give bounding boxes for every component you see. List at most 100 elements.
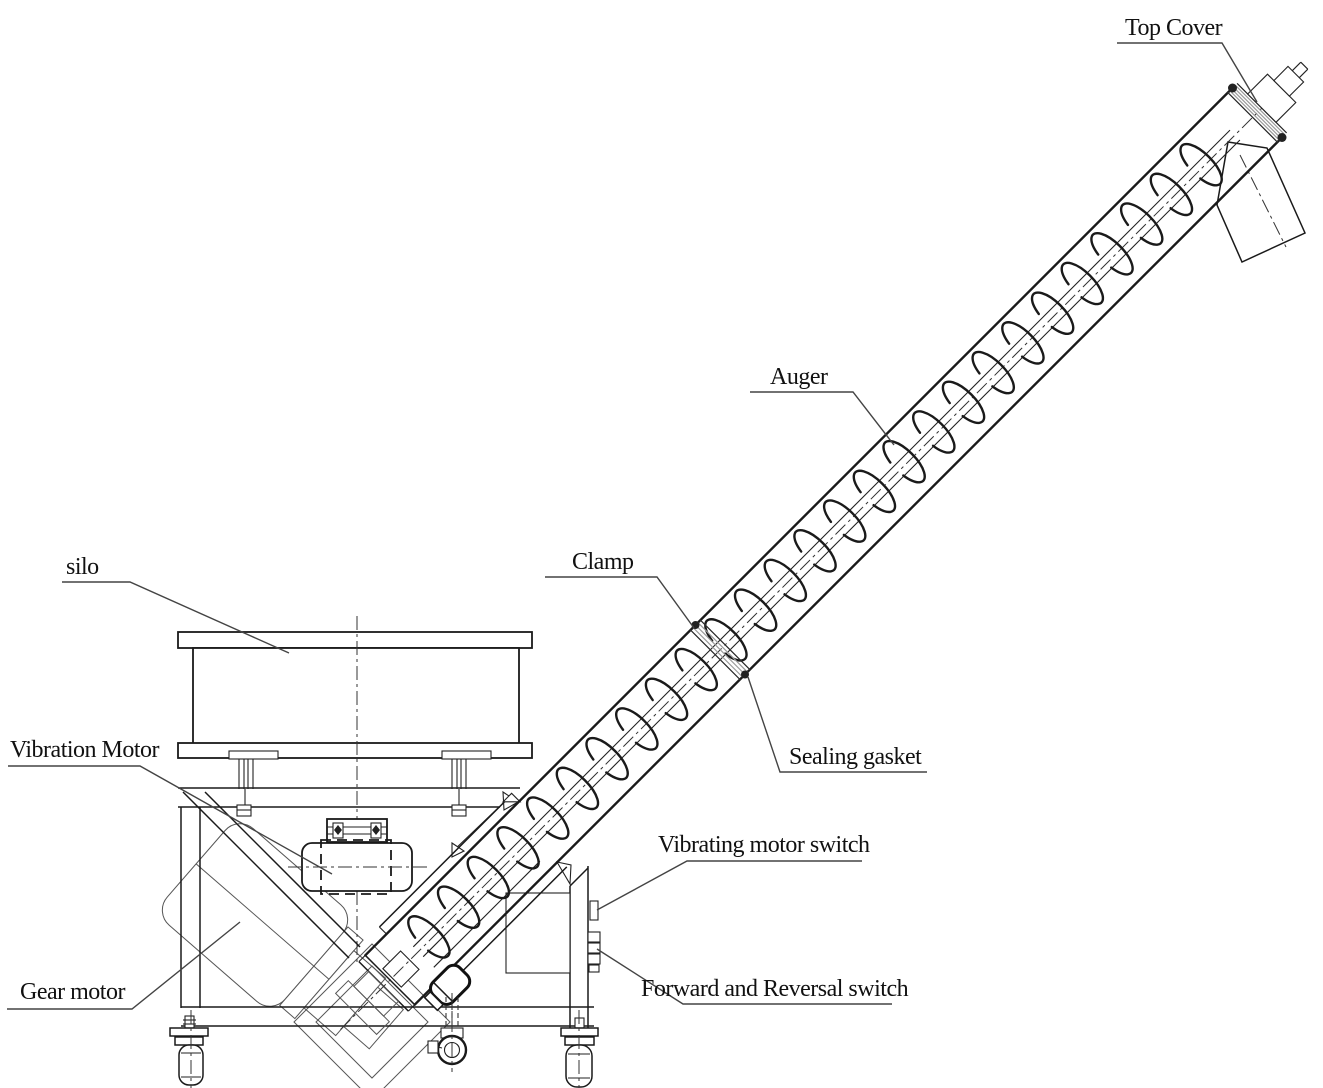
label-top-cover: Top Cover (1117, 15, 1258, 103)
helix-loop (1060, 261, 1105, 306)
vibrating-motor-switch-device (589, 900, 599, 921)
mount-plate (228, 750, 279, 760)
helix-loop (496, 825, 540, 870)
top-cover-band-line (1234, 84, 1286, 136)
top-cover-label: Top Cover (1125, 15, 1223, 41)
leader-line (62, 581, 290, 654)
sleeve-inner-line (433, 860, 541, 968)
silo-assembly (177, 616, 533, 964)
helix-loop (436, 885, 481, 929)
helix-loop (912, 410, 956, 454)
forward-reversal-switch-device-2 (587, 942, 601, 954)
helix-loop (763, 558, 808, 603)
label-gear-motor: Gear motor (7, 921, 241, 1010)
top-cover-band-line (1229, 90, 1280, 141)
leader-line (1117, 42, 1258, 103)
forward-reversal-switch-device-1 (587, 931, 601, 943)
top-shaft-line (1298, 68, 1309, 79)
eye-bolt (427, 993, 468, 1072)
label-vibration-motor: Vibration Motor (8, 737, 333, 875)
leader-line (8, 765, 333, 875)
auger-label: Auger (770, 364, 828, 390)
helix-loop (793, 528, 837, 573)
top-cover-dot (1277, 133, 1287, 142)
hopper-right-wall-foot (451, 841, 466, 858)
sleeve-end-wedge (501, 792, 522, 803)
screw-shaft-edge (422, 139, 1241, 958)
frame-stand (169, 787, 601, 1088)
electric-box (505, 892, 571, 974)
clamp-band-edge (690, 629, 741, 680)
clamp-band-line (695, 624, 746, 675)
gear-motor-label: Gear motor (20, 979, 125, 1005)
spout-centerline (1239, 154, 1287, 248)
clamp-label: Clamp (572, 549, 634, 575)
left-caster (169, 1010, 209, 1088)
hopper-left-wall-outer (182, 791, 350, 959)
column-gusset (555, 861, 572, 886)
leader-line (7, 921, 241, 1010)
helix-loop (674, 647, 719, 692)
screw-shaft-edge (412, 129, 1231, 948)
helix-loop (644, 677, 689, 722)
helix-loop (407, 915, 451, 959)
bolt-diamond-icon (334, 825, 342, 835)
left-mount (228, 750, 279, 817)
leader-line (545, 576, 695, 629)
helix-loop (1149, 172, 1194, 217)
helix-loop (466, 855, 511, 900)
sealing-gasket-dot (741, 670, 749, 679)
top-cover-edge (1227, 92, 1278, 143)
vibration-motor-label: Vibration Motor (10, 737, 160, 763)
top-shaft-end (1300, 61, 1309, 70)
column-top-edge (569, 867, 589, 887)
tube-end-cap (358, 954, 366, 962)
right-mount (441, 750, 492, 817)
hidden-flange-inner (315, 965, 429, 1079)
casing-upper-edge (364, 85, 1235, 957)
caster-plate (169, 1027, 209, 1037)
tube-end-cap (408, 1004, 416, 1012)
helix-loop (882, 439, 926, 484)
label-sealing-gasket: Sealing gasket (747, 676, 927, 773)
leader-line (747, 676, 927, 773)
gear-motor-axis-line (195, 863, 330, 980)
top-cover-band-line (1231, 88, 1282, 139)
mount-plate (441, 750, 492, 760)
helix-loop (615, 707, 659, 751)
helix-loop (555, 766, 600, 811)
helix-loop (585, 736, 629, 781)
vibrating-motor-switch-label: Vibrating motor switch (658, 832, 870, 858)
inlet-sleeve-upper-edge (378, 794, 513, 928)
helix-loop (704, 618, 748, 662)
bolt-diamond-icon (372, 825, 380, 835)
helix-loop (525, 796, 570, 840)
top-shaft-step (1273, 65, 1305, 97)
top-cover-band-line (1232, 86, 1284, 138)
clamp-dot (691, 621, 700, 629)
forward-reversal-switch-device-3 (587, 953, 601, 965)
helix-loop (822, 499, 867, 543)
eye-bolt-link (437, 1046, 443, 1049)
auger-tube (334, 61, 1309, 1036)
bottom-bearing-housing (423, 963, 472, 1012)
bearing-housing-cap (432, 981, 454, 1003)
label-vibrating-motor-switch: Vibrating motor switch (596, 832, 871, 911)
sleeve-cap (379, 926, 387, 935)
sealing-gasket-label: Sealing gasket (789, 744, 922, 770)
labels: silo Vibration Motor Gear motor Clamp Se… (7, 15, 1258, 1010)
silo-body (192, 647, 520, 745)
coupling-step (334, 979, 391, 1036)
helix-loop (971, 350, 1016, 395)
vibration-motor (288, 818, 428, 895)
discharge-spout (1216, 141, 1306, 264)
helix-loop (1179, 142, 1223, 187)
top-bearing-block (1246, 73, 1297, 124)
label-auger: Auger (750, 364, 895, 446)
casing-lower-edge (413, 135, 1285, 1006)
eye-bolt-ring-inner (443, 1041, 461, 1059)
eye-bolt-handle (427, 1040, 439, 1054)
forward-reversal-switch-device-4 (588, 964, 600, 973)
caster-bolt (184, 1015, 195, 1029)
